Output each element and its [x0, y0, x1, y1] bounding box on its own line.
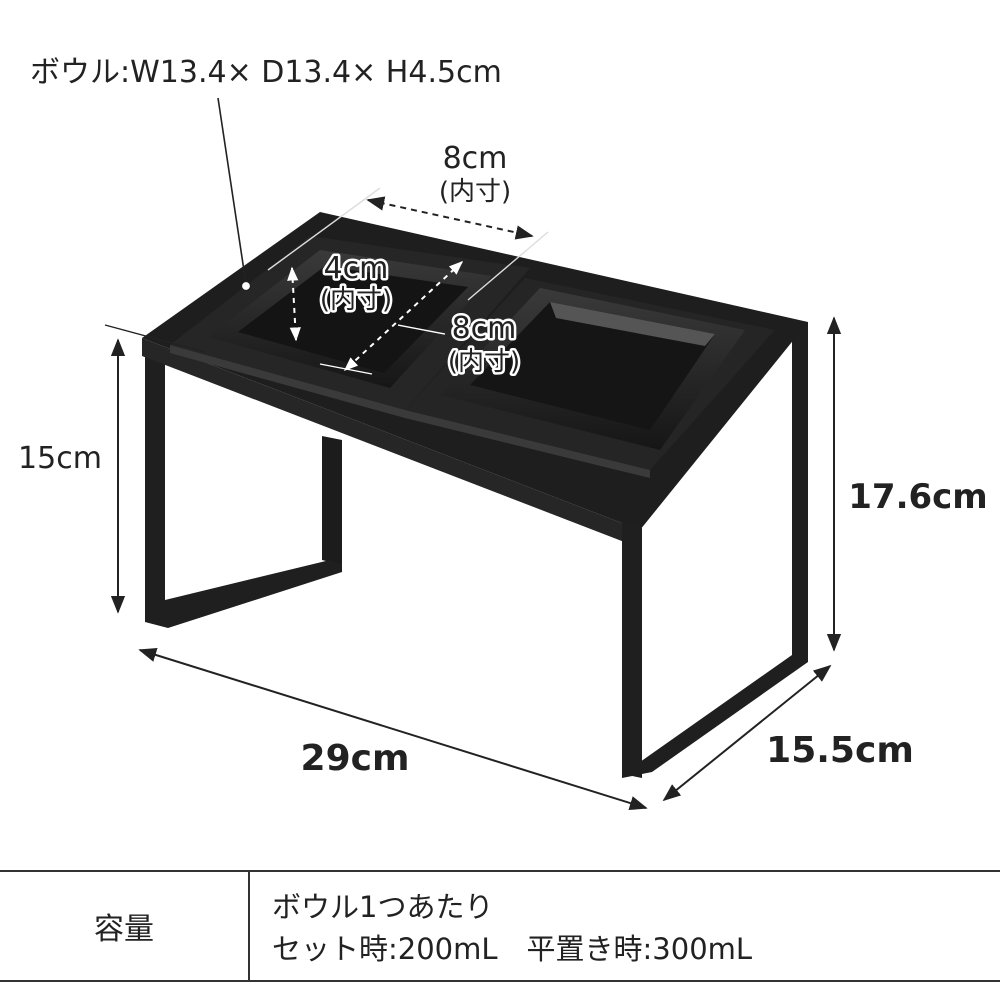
callout-dot: [240, 280, 252, 292]
stand-back-left-leg: [322, 436, 342, 565]
inner-width-dimension: 8cm (内寸): [267, 141, 549, 301]
capacity-line-per-bowl: ボウル1つあたり: [272, 890, 494, 924]
inner-height-label: 15cm: [18, 441, 102, 476]
bowl-size-callout: ボウル:W13.4× D13.4× H4.5cm: [30, 55, 502, 292]
capacity-details: ボウル1つあたり セット時:200mL 平置き時:300mL: [272, 886, 752, 970]
capacity-spec-table: 容量 ボウル1つあたり セット時:200mL 平置き時:300mL: [0, 870, 1000, 982]
total-height-dimension: 17.6cm: [826, 316, 988, 652]
depth-dimension: 15.5cm: [662, 664, 914, 802]
inner-width-value: 8cm: [443, 141, 508, 176]
stand-front-rail: [142, 338, 640, 548]
right-bowl: [405, 278, 775, 478]
width-label: 29cm: [301, 738, 410, 779]
inner-short-note: (内寸): [320, 285, 392, 315]
depth-label: 15.5cm: [766, 730, 914, 771]
inner-width-note: (内寸): [439, 177, 511, 207]
capacity-line-values: セット時:200mL 平置き時:300mL: [272, 932, 753, 966]
inner-height-dimension: 15cm: [18, 324, 206, 614]
stand-left-leg: [145, 350, 342, 628]
stand-front-right-leg: [622, 520, 642, 778]
inner-depth-dimension: 8cm (内寸): [319, 261, 523, 380]
width-dimension: 29cm: [138, 647, 648, 811]
capacity-header: 容量: [0, 872, 250, 980]
inner-depth-note: (内寸): [448, 347, 520, 377]
inner-depth-value: 8cm: [452, 311, 517, 346]
total-height-label: 17.6cm: [848, 477, 987, 517]
inner-short-value: 4cm: [324, 251, 389, 286]
capacity-header-text: 容量: [94, 912, 154, 947]
bowl-size-label: ボウル:W13.4× D13.4× H4.5cm: [30, 55, 502, 90]
